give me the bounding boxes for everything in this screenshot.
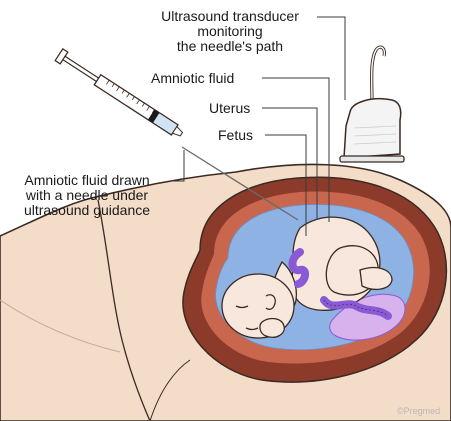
leader-transducer xyxy=(317,17,345,100)
fetus-hand xyxy=(260,319,284,338)
label-fetus: Fetus xyxy=(218,128,253,143)
label-needle-line1: Amniotic fluid drawn xyxy=(2,173,172,188)
label-needle-line2: with a needle under xyxy=(2,188,172,203)
label-needle-line3: ultrasound guidance xyxy=(2,203,172,218)
transducer-cable-inner xyxy=(372,47,385,104)
transducer-body xyxy=(344,99,401,158)
syringe xyxy=(55,49,185,140)
label-transducer-line3: the needle's path xyxy=(140,39,320,54)
label-uterus: Uterus xyxy=(209,101,250,116)
label-transducer-line1: Ultrasound transducer xyxy=(140,9,320,24)
label-transducer: Ultrasound transducer monitoring the nee… xyxy=(140,9,320,54)
ultrasound-transducer xyxy=(340,47,404,162)
label-transducer-line2: monitoring xyxy=(140,24,320,39)
fetus-foot xyxy=(360,268,392,290)
leader-needle xyxy=(171,150,184,181)
label-amniotic-fluid: Amniotic fluid xyxy=(151,71,234,86)
credit-watermark: ©Pregmed xyxy=(397,406,440,416)
label-needle: Amniotic fluid drawn with a needle under… xyxy=(2,173,172,218)
transducer-head xyxy=(340,156,404,162)
